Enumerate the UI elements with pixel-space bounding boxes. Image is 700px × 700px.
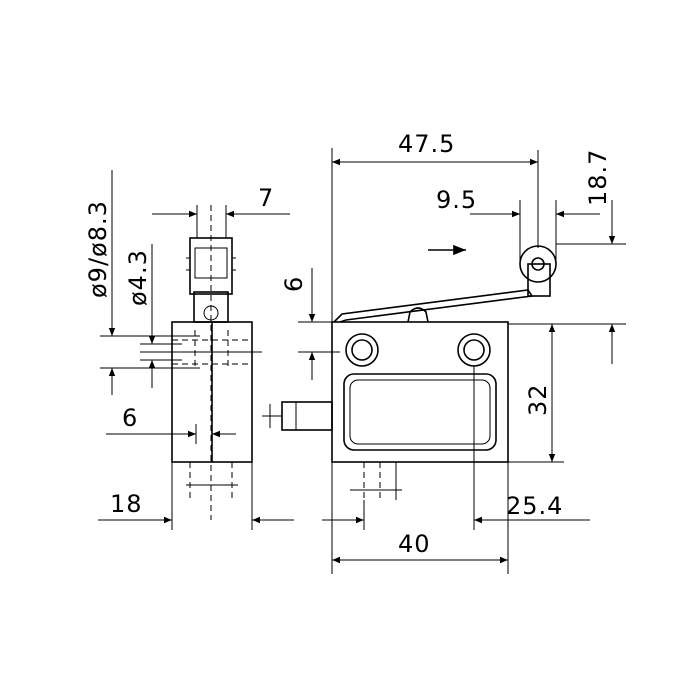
mount-hole-right — [457, 333, 491, 367]
roller-bracket — [527, 263, 551, 297]
dim-32: 32 — [524, 383, 552, 416]
lever — [333, 289, 534, 323]
dim-18-7: 18.7 — [584, 149, 612, 206]
front-body — [331, 321, 509, 463]
dim-6-vertical: 6 — [280, 276, 308, 292]
dim-dia-outer: ø9/ø8.3 — [84, 200, 112, 298]
dim-7: 7 — [258, 184, 274, 212]
dimensions: 47.5 9.5 18.7 7 ø9/ø8.3 ø4.3 6 — [84, 130, 626, 574]
side-view — [140, 205, 262, 520]
dim-47-5: 47.5 — [398, 130, 455, 158]
dim-40: 40 — [398, 530, 431, 558]
mount-hole-left — [345, 333, 379, 367]
cable-gland — [281, 401, 333, 431]
dim-9-5: 9.5 — [436, 186, 477, 214]
side-plunger — [193, 291, 229, 323]
dim-dia-inner: ø4.3 — [124, 249, 152, 306]
dim-6-horizontal: 6 — [122, 404, 138, 432]
dim-18: 18 — [110, 490, 143, 518]
front-label-recess — [343, 373, 497, 451]
dim-25-4: 25.4 — [506, 492, 563, 520]
side-roller — [194, 247, 228, 279]
